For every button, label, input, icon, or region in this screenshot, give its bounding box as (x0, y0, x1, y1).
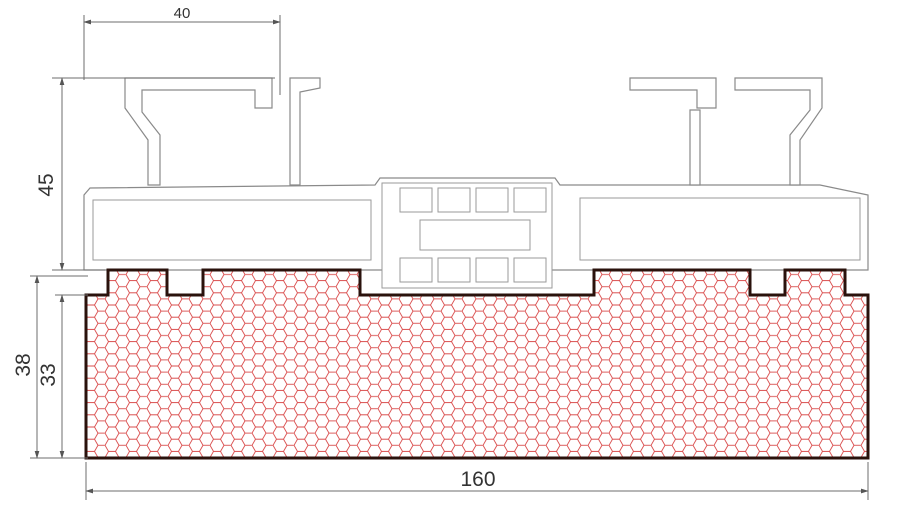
dimension-insulation-total: 38 (12, 275, 88, 459)
overall-width-label: 160 (460, 468, 495, 491)
dimension-top-width: 40 (83, 5, 281, 95)
dimension-insulation-core: 33 (37, 294, 88, 459)
left-top-rail (124, 77, 273, 186)
right-top-body (734, 77, 823, 186)
dimension-profile-height: 45 (35, 77, 275, 271)
insulation-core-label: 33 (37, 363, 60, 386)
dimension-overall-width: 160 (85, 462, 869, 500)
thermal-break (381, 182, 553, 289)
aluminium-profile (83, 77, 869, 289)
right-top-stem (689, 109, 701, 186)
insulation-total-label: 38 (12, 353, 35, 376)
profile-height-label: 45 (35, 173, 58, 196)
left-top-stem (289, 77, 321, 186)
insulation-block (84, 268, 870, 460)
top-width-label: 40 (174, 5, 191, 22)
right-top-rail (629, 77, 717, 109)
right-chamber (579, 197, 861, 261)
left-chamber (92, 199, 372, 261)
